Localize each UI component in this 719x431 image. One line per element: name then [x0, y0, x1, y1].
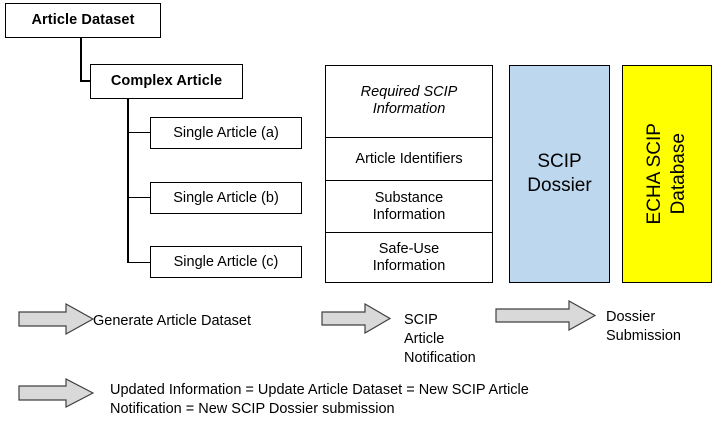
- connector-dataset-vertical: [80, 38, 82, 82]
- node-article-dataset-label: Article Dataset: [31, 12, 135, 29]
- connector-dataset-horizontal: [80, 80, 92, 82]
- arrow-scip-article-notification-icon: [321, 303, 391, 334]
- arrow-generate-article-dataset-icon: [18, 303, 94, 335]
- connector-single-b: [127, 197, 152, 199]
- arrow-updated-information-icon: [18, 378, 94, 408]
- connector-single-a: [127, 132, 152, 134]
- connector-single-c: [127, 262, 152, 264]
- node-article-dataset[interactable]: Article Dataset: [5, 3, 161, 38]
- arrow-label-updated-information: Updated Information = Update Article Dat…: [110, 382, 529, 418]
- node-complex-article-label: Complex Article: [110, 73, 223, 90]
- node-single-article-c[interactable]: Single Article (c): [150, 246, 302, 278]
- node-single-article-a-label: Single Article (a): [173, 124, 279, 141]
- node-single-article-c-label: Single Article (c): [173, 253, 279, 270]
- connector-complex-trunk: [127, 99, 129, 263]
- table-cell-label: Article Identifiers: [355, 150, 463, 167]
- table-row-article-identifiers[interactable]: Article Identifiers: [326, 138, 492, 182]
- node-single-article-b[interactable]: Single Article (b): [150, 182, 302, 214]
- node-single-article-b-label: Single Article (b): [173, 189, 279, 206]
- node-single-article-a[interactable]: Single Article (a): [150, 117, 302, 149]
- arrow-label-generate-article-dataset: Generate Article Dataset: [93, 313, 251, 329]
- node-complex-article[interactable]: Complex Article: [90, 64, 243, 99]
- arrow-dossier-submission-icon: [495, 300, 596, 331]
